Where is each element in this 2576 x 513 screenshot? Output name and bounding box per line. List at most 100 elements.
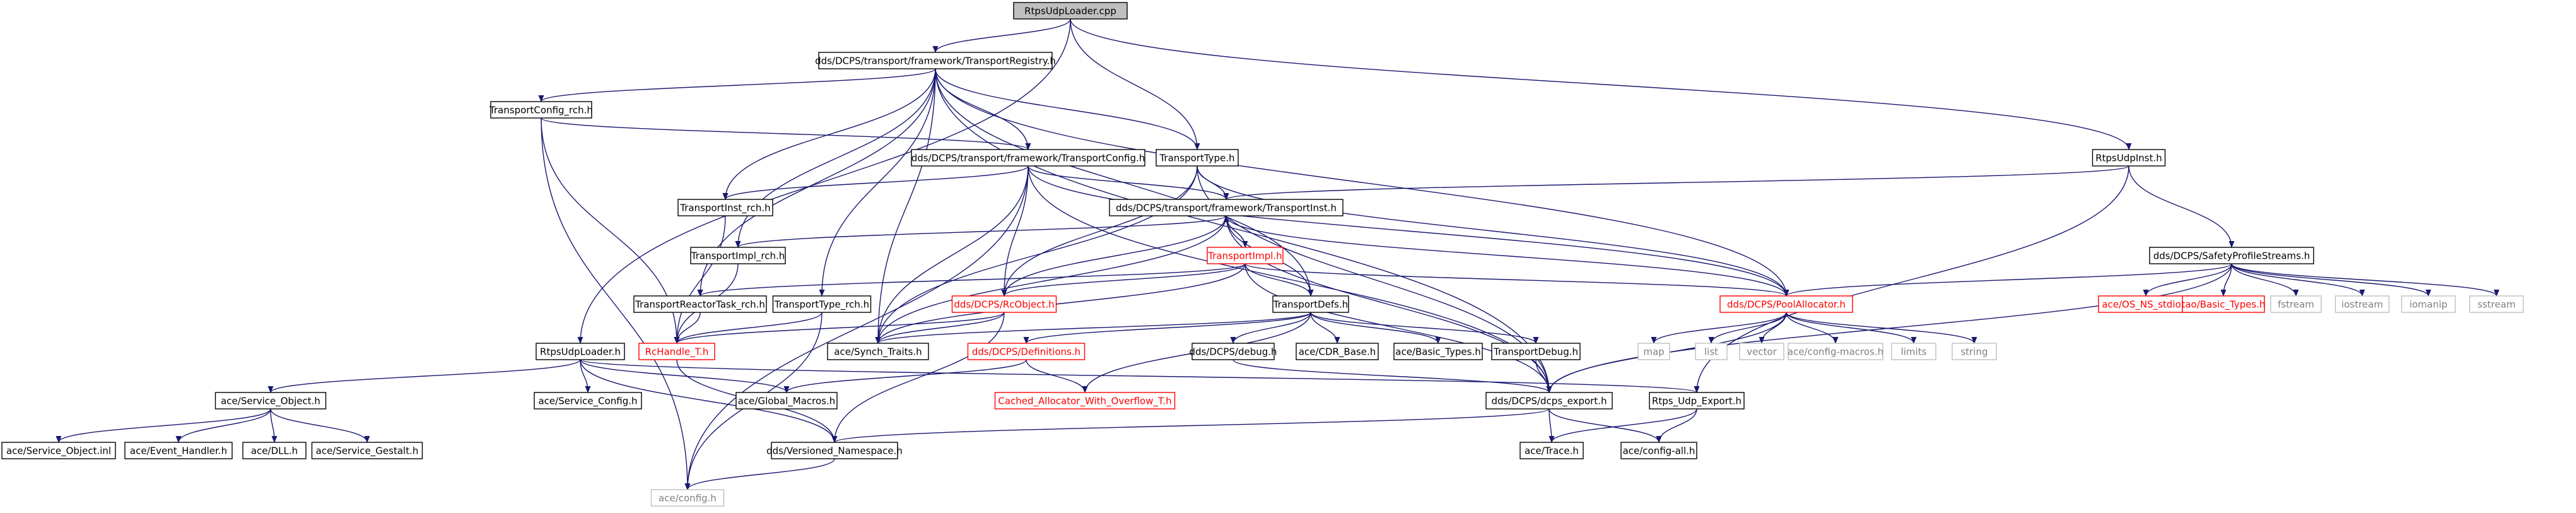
- node-treg[interactable]: dds/DCPS/transport/framework/TransportRe…: [815, 52, 1056, 69]
- node-svccfg[interactable]: ace/Service_Config.h: [534, 392, 642, 410]
- node-string: string: [1952, 343, 1997, 360]
- node-cdrb[interactable]: ace/CDR_Base.h: [1296, 343, 1379, 360]
- edge-tinstrch-to-rchandle: [674, 215, 726, 344]
- node-rinst[interactable]: RtpsUdpInst.h: [2092, 149, 2166, 167]
- node-label: TransportDefs.h: [1273, 299, 1349, 310]
- node-timplrch[interactable]: TransportImpl_rch.h: [690, 247, 786, 264]
- edge-dcpsexp-to-trace: [1549, 408, 1555, 443]
- edge-tdefs-to-defs: [1023, 312, 1311, 344]
- node-svcobjinl[interactable]: ace/Service_Object.inl: [1, 442, 116, 459]
- node-root[interactable]: RtpsUdpLoader.cpp: [1013, 2, 1128, 20]
- edge-rload-to-gmacros: [580, 359, 790, 393]
- node-osns[interactable]: ace/OS_NS_stdio.h: [2098, 295, 2194, 313]
- edge-treg-to-tcfgrch: [538, 68, 936, 102]
- edge-rinst-to-tinst: [1224, 165, 2129, 200]
- node-evh[interactable]: ace/Event_Handler.h: [124, 442, 233, 459]
- edge-debug-to-dcpsexp: [1232, 359, 1552, 393]
- node-taobt[interactable]: tao/Basic_Types.h: [2181, 295, 2266, 313]
- edge-ssps-to-dcpsexp: [1546, 263, 2232, 393]
- node-ssps[interactable]: dds/DCPS/SafetyProfileStreams.h: [2149, 247, 2314, 264]
- node-label: ace/Service_Object.inl: [6, 445, 111, 457]
- node-vns[interactable]: dds/Versioned_Namespace.h: [766, 442, 903, 459]
- node-label: Cached_Allocator_With_Overflow_T.h: [998, 396, 1171, 408]
- node-label: Rtps_Udp_Export.h: [1652, 396, 1742, 408]
- edge-tdebug-to-dcpsexp: [1535, 359, 1552, 393]
- node-acebt[interactable]: ace/Basic_Types.h: [1393, 343, 1483, 360]
- node-ttype[interactable]: TransportType.h: [1156, 149, 1239, 167]
- edge-svcobj-to-gestalt: [270, 408, 370, 443]
- node-fstream: fstream: [2270, 295, 2322, 313]
- edge-tinst-to-timplrch: [735, 215, 1227, 248]
- node-debug[interactable]: dds/DCPS/debug.h: [1189, 343, 1277, 360]
- edge-dcpsexp-to-vns: [831, 408, 1550, 443]
- node-tcfgrch[interactable]: TransportConfig_rch.h: [489, 101, 593, 119]
- node-label: string: [1960, 346, 1988, 358]
- edge-ssps-to-taobt: [2220, 263, 2232, 297]
- node-trace[interactable]: ace/Trace.h: [1519, 442, 1584, 459]
- node-tinstrch[interactable]: TransportInst_rch.h: [677, 199, 773, 216]
- node-defs[interactable]: dds/DCPS/Definitions.h: [967, 343, 1086, 360]
- edge-treg-to-timplrch: [735, 68, 936, 248]
- node-limits: limits: [1891, 343, 1936, 360]
- node-label: RcHandle_T.h: [645, 346, 709, 358]
- node-label: dds/DCPS/dcps_export.h: [1491, 396, 1607, 408]
- node-cached[interactable]: Cached_Allocator_With_Overflow_T.h: [994, 392, 1176, 410]
- node-tcfg[interactable]: dds/DCPS/transport/framework/TransportCo…: [911, 149, 1145, 167]
- node-dll[interactable]: ace/DLL.h: [242, 442, 307, 459]
- node-trtrch[interactable]: TransportReactorTask_rch.h: [633, 295, 767, 313]
- node-gestalt[interactable]: ace/Service_Gestalt.h: [311, 442, 423, 459]
- edge-timpl-to-trtrch: [697, 263, 1246, 297]
- edge-tcfg-to-config: [684, 165, 1029, 490]
- node-tdebug[interactable]: TransportDebug.h: [1491, 343, 1581, 360]
- node-list: list: [1695, 343, 1728, 360]
- node-rchandle[interactable]: RcHandle_T.h: [638, 343, 715, 360]
- node-gmacros[interactable]: ace/Global_Macros.h: [735, 392, 838, 410]
- node-vector: vector: [1739, 343, 1784, 360]
- node-label: sstream: [2478, 299, 2515, 310]
- edge-ttype-to-pool: [1197, 165, 1789, 297]
- node-label: ace/config.h: [659, 493, 717, 504]
- node-rload[interactable]: RtpsUdpLoader.h: [536, 343, 625, 360]
- edge-svcobj-to-svcobjinl: [56, 408, 271, 443]
- edge-defs-to-gmacros: [783, 359, 1027, 393]
- node-label: ace/Global_Macros.h: [738, 396, 836, 408]
- node-tinst[interactable]: dds/DCPS/transport/framework/TransportIn…: [1109, 199, 1344, 216]
- node-label: ace/CDR_Base.h: [1299, 346, 1376, 358]
- node-tdefs[interactable]: TransportDefs.h: [1272, 295, 1349, 313]
- node-synch[interactable]: ace/Synch_Traits.h: [827, 343, 929, 360]
- node-label: dds/DCPS/SafetyProfileStreams.h: [2153, 251, 2310, 262]
- edge-pool-to-map: [1651, 312, 1787, 344]
- node-label: ace/config-all.h: [1623, 445, 1695, 457]
- edge-rload-to-svccfg: [580, 359, 591, 393]
- node-timpl[interactable]: TransportImpl.h: [1207, 247, 1284, 264]
- node-svcobj[interactable]: ace/Service_Object.h: [214, 392, 327, 410]
- node-label: dds/DCPS/transport/framework/TransportRe…: [815, 56, 1056, 67]
- node-cfgall[interactable]: ace/config-all.h: [1620, 442, 1697, 459]
- edge-tcfg-to-pool: [1027, 165, 1789, 297]
- node-rcobj[interactable]: dds/DCPS/RcObject.h: [951, 295, 1057, 313]
- edge-ssps-to-osns: [2143, 263, 2232, 297]
- node-rudpexp[interactable]: Rtps_Udp_Export.h: [1649, 392, 1745, 410]
- edge-ssps-to-iomanip: [2231, 263, 2432, 297]
- node-label: RtpsUdpLoader.h: [540, 346, 621, 358]
- node-label: TransportDebug.h: [1493, 346, 1578, 358]
- node-label: TransportImpl.h: [1207, 251, 1282, 262]
- edge-svcobj-to-evh: [175, 408, 271, 443]
- edge-pool-to-list: [1708, 312, 1787, 344]
- node-ttyperch[interactable]: TransportType_rch.h: [772, 295, 872, 313]
- edge-tdefs-to-tdebug: [1310, 312, 1539, 344]
- edge-tinst-to-rcobj: [1001, 215, 1227, 297]
- node-label: dds/DCPS/transport/framework/TransportIn…: [1116, 203, 1337, 214]
- node-dcpsexp[interactable]: dds/DCPS/dcps_export.h: [1485, 392, 1613, 410]
- node-label: RtpsUdpLoader.cpp: [1024, 6, 1116, 17]
- node-label: iomanip: [2409, 299, 2447, 310]
- edge-timpl-to-tdefs: [1244, 263, 1314, 297]
- edge-rload-to-svcobj: [267, 359, 581, 393]
- edge-root-to-rload: [577, 18, 1071, 344]
- edge-timpl-to-synch: [875, 263, 1246, 344]
- edge-rudpexp-to-trace: [1549, 408, 1697, 443]
- edge-root-to-treg: [932, 18, 1071, 53]
- node-label: dds/DCPS/RcObject.h: [954, 299, 1054, 310]
- node-pool[interactable]: dds/DCPS/PoolAllocator.h: [1719, 295, 1853, 313]
